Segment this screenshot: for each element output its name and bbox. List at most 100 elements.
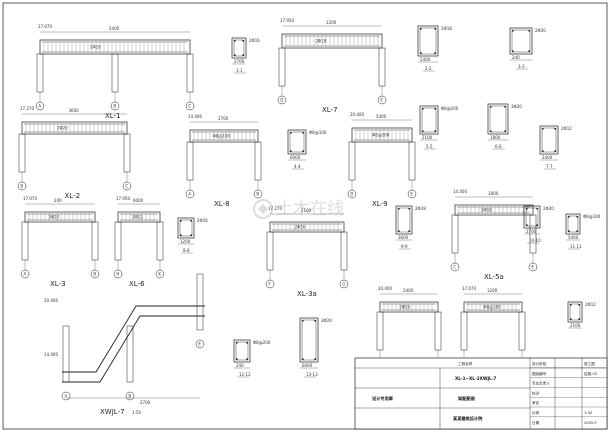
rebar-mark: 3Φ20: [511, 104, 522, 109]
section-label: 4-4: [294, 164, 301, 169]
stair-column: [196, 273, 204, 331]
rebar-dot: [578, 318, 581, 321]
axis-label: A: [38, 104, 41, 109]
beam-label: XL-5a: [484, 273, 504, 281]
stirrup-outline: [489, 105, 507, 133]
section-outline: [539, 125, 559, 155]
axis-bubble: [20, 269, 30, 279]
drawing-name: 梁配筋图: [457, 395, 475, 402]
project-label: 工程名称: [458, 361, 473, 366]
axis-label: A: [64, 394, 67, 399]
elevation-mark: 14.400: [453, 189, 467, 194]
axis-label: D: [350, 192, 353, 197]
rebar-mark: 2Φ20: [399, 305, 410, 310]
rebar-dot: [525, 224, 528, 227]
dimension-text: 1200: [487, 288, 498, 293]
beam-outline: [351, 127, 413, 143]
column-stub: [278, 47, 286, 87]
column-stub: [36, 53, 44, 93]
section-outline: [395, 205, 413, 235]
elevation-mark: 20.400: [44, 298, 58, 303]
stair-scale: 1:50: [132, 410, 141, 415]
company-name: 某某建筑设计院: [453, 415, 483, 422]
stirrup-outline: [397, 207, 411, 233]
axis-bubble: [90, 269, 100, 279]
axis-bubble: [253, 189, 263, 199]
elevation-mark: 20.400: [378, 286, 392, 291]
beam-label: XL-7: [322, 106, 338, 114]
section-outline: [419, 105, 439, 135]
stair-beam-label: XWJL-7: [100, 408, 125, 416]
beam-outline: [117, 211, 161, 223]
column-stub: [91, 221, 99, 261]
dimension-text: 2700: [234, 59, 245, 64]
beam-label: XL-3a: [297, 290, 317, 298]
stirrup-outline: [289, 131, 305, 153]
rebar-dot: [421, 107, 424, 110]
stirrup-outline: [569, 303, 581, 321]
beam-label: XL-8: [214, 200, 230, 208]
rebar-dot: [536, 224, 539, 227]
elevation-mark: 17.070: [23, 196, 37, 201]
axis-bubble: [155, 269, 165, 279]
column-stub: [340, 231, 348, 271]
dimension-text: 2100: [301, 208, 312, 213]
rebar-mark: 2Φ12: [585, 302, 596, 307]
section-outline: [299, 317, 319, 363]
axis-label: A: [23, 272, 26, 277]
rebar-dot: [434, 27, 437, 30]
dimension-text: 6000: [133, 198, 144, 203]
axis-bubble: [17, 181, 27, 191]
column-stub: [518, 311, 526, 351]
column-stub: [21, 221, 29, 261]
stirrup-outline: [511, 29, 531, 53]
title-row-value: 施工图: [584, 361, 595, 366]
rebar-dot: [235, 358, 238, 361]
dimension-text: 1800: [490, 135, 501, 140]
rebar-mark: 2Φ16: [249, 38, 260, 43]
axis-bubble: [339, 279, 349, 289]
rebar-dot: [567, 215, 570, 218]
axis-label: E: [531, 265, 534, 270]
rebar-mark: 2Φ18: [481, 208, 492, 213]
rebar-dot: [578, 303, 581, 306]
rebar-mark: 2Φ18: [315, 39, 326, 44]
rebar-mark: 2Φ18: [441, 26, 452, 31]
rebar-mark: Φ8@100: [213, 134, 231, 139]
beam-label: XL-9: [372, 200, 388, 208]
rebar-dot: [434, 107, 437, 110]
elevation-mark: 14.400: [188, 114, 202, 119]
title-row-key: 校对: [532, 390, 540, 395]
beam-outline: [454, 204, 534, 216]
rebar-dot: [190, 234, 193, 237]
axis-label: B: [93, 272, 96, 277]
section-label: 8-8: [183, 248, 190, 253]
rebar-dot: [576, 215, 579, 218]
axis-bubble: [277, 95, 287, 105]
section-label: 10-10: [529, 238, 541, 243]
title-row-key: 图纸编号: [532, 371, 547, 376]
section-outline: [417, 25, 439, 57]
column-stub: [378, 47, 386, 87]
rebar-mark: 2Φ16: [90, 45, 101, 50]
stirrup-outline: [567, 215, 579, 233]
rebar-dot: [511, 29, 514, 32]
rebar-dot: [434, 52, 437, 55]
elevation-mark: 17.270: [268, 206, 282, 211]
rebar-dot: [567, 230, 570, 233]
beam-outline: [189, 129, 259, 143]
section-label: 12-12: [239, 372, 251, 377]
beam-outline: [379, 301, 439, 313]
